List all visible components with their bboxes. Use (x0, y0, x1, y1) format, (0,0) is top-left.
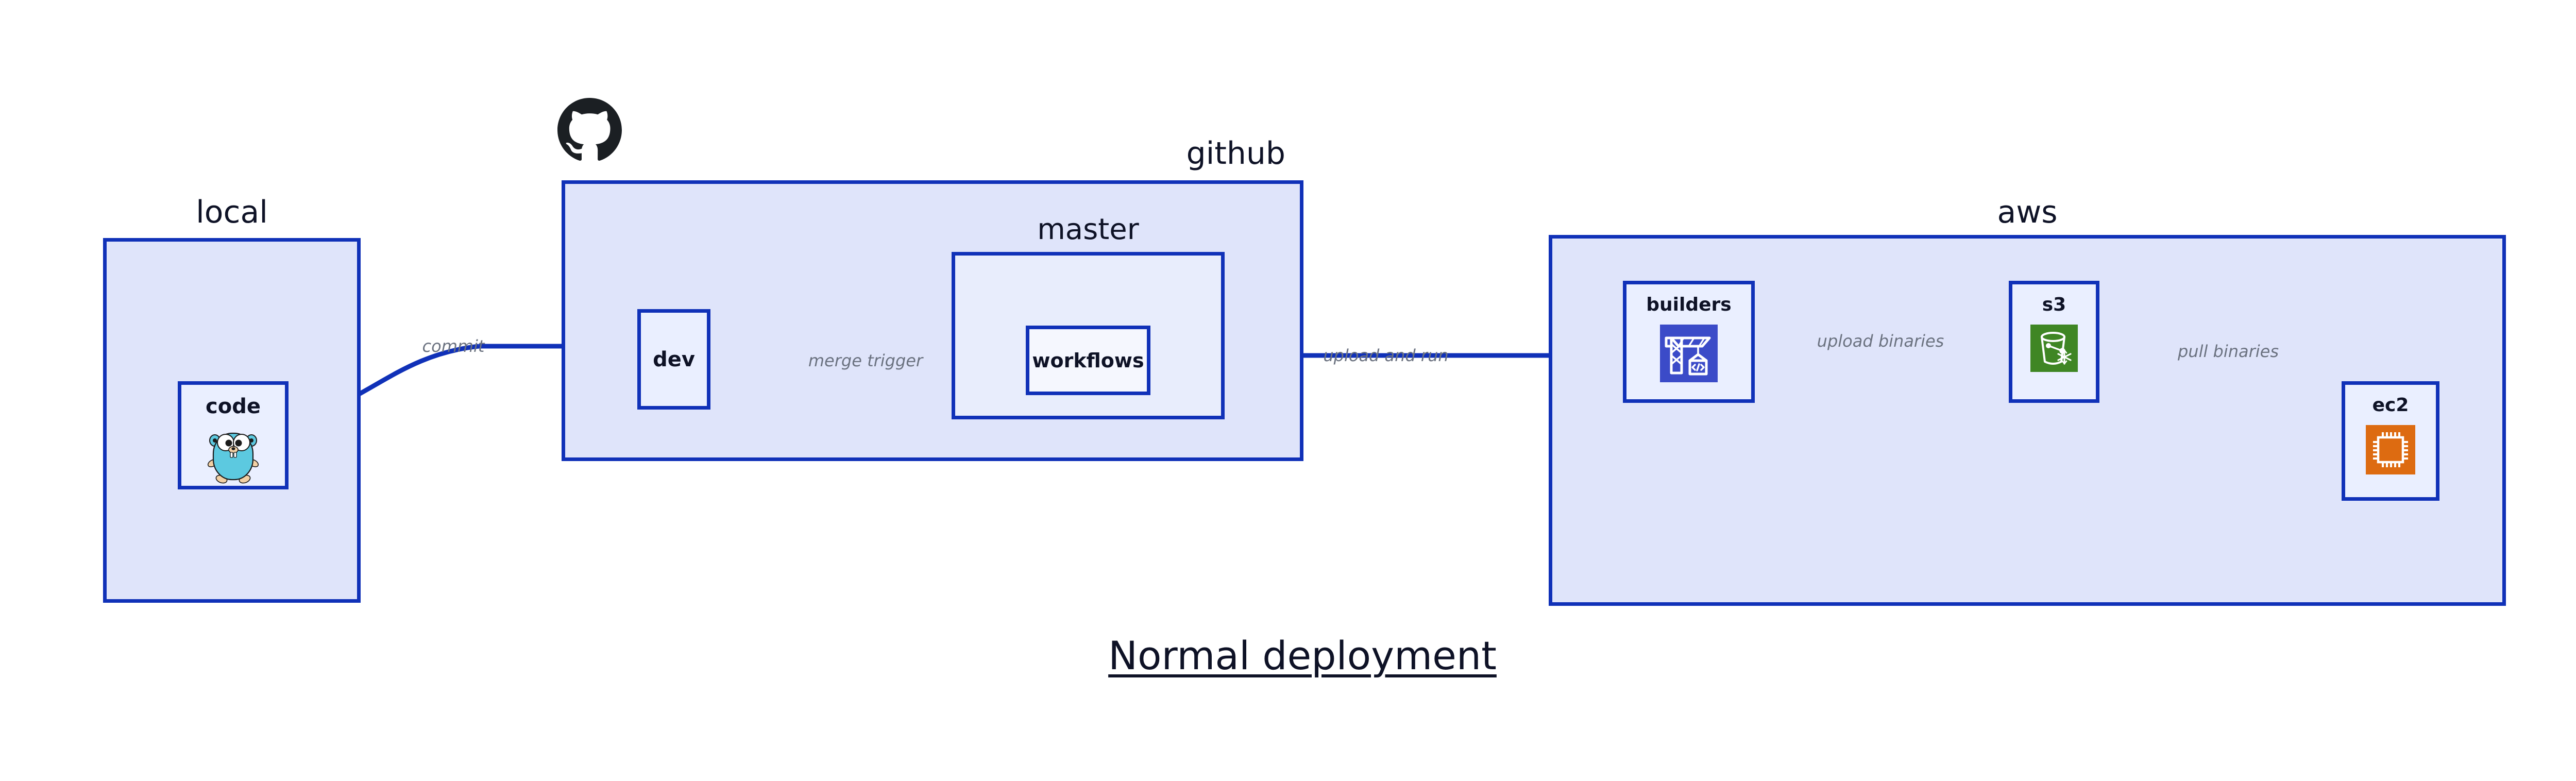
edge-label-pull-binaries: pull binaries (2177, 342, 2279, 361)
diagram-title: Normal deployment (1108, 633, 1497, 678)
node-s3-label: s3 (2042, 294, 2066, 315)
group-local-label: local (196, 194, 268, 230)
edge-label-upload-binaries: upload binaries (1817, 331, 1944, 351)
node-code[interactable]: code (178, 381, 289, 489)
aws-codebuild-icon (1660, 325, 1718, 384)
node-dev[interactable]: dev (637, 309, 710, 410)
node-builders-label: builders (1646, 294, 1732, 315)
group-github-label: github (1186, 135, 1285, 172)
node-dev-label: dev (653, 347, 695, 371)
edge-label-commit: commit (422, 336, 485, 356)
node-ec2-label: ec2 (2372, 395, 2409, 416)
github-octocat-icon (557, 98, 622, 164)
group-aws-label: aws (1997, 194, 2058, 230)
aws-ec2-icon (2366, 425, 2415, 477)
node-workflows-label: workflows (1032, 349, 1144, 372)
node-ec2[interactable]: ec2 (2342, 381, 2439, 501)
node-builders[interactable]: builders (1623, 281, 1755, 403)
node-code-label: code (206, 395, 261, 418)
edge-label-upload-and-run: upload and run (1323, 346, 1449, 365)
node-s3[interactable]: s3 (2009, 281, 2099, 403)
node-workflows[interactable]: workflows (1026, 326, 1150, 395)
go-gopher-icon (206, 427, 260, 486)
group-master-label: master (1037, 213, 1139, 246)
edge-label-merge-trigger: merge trigger (808, 351, 923, 370)
aws-s3-glacier-icon (2030, 325, 2078, 374)
